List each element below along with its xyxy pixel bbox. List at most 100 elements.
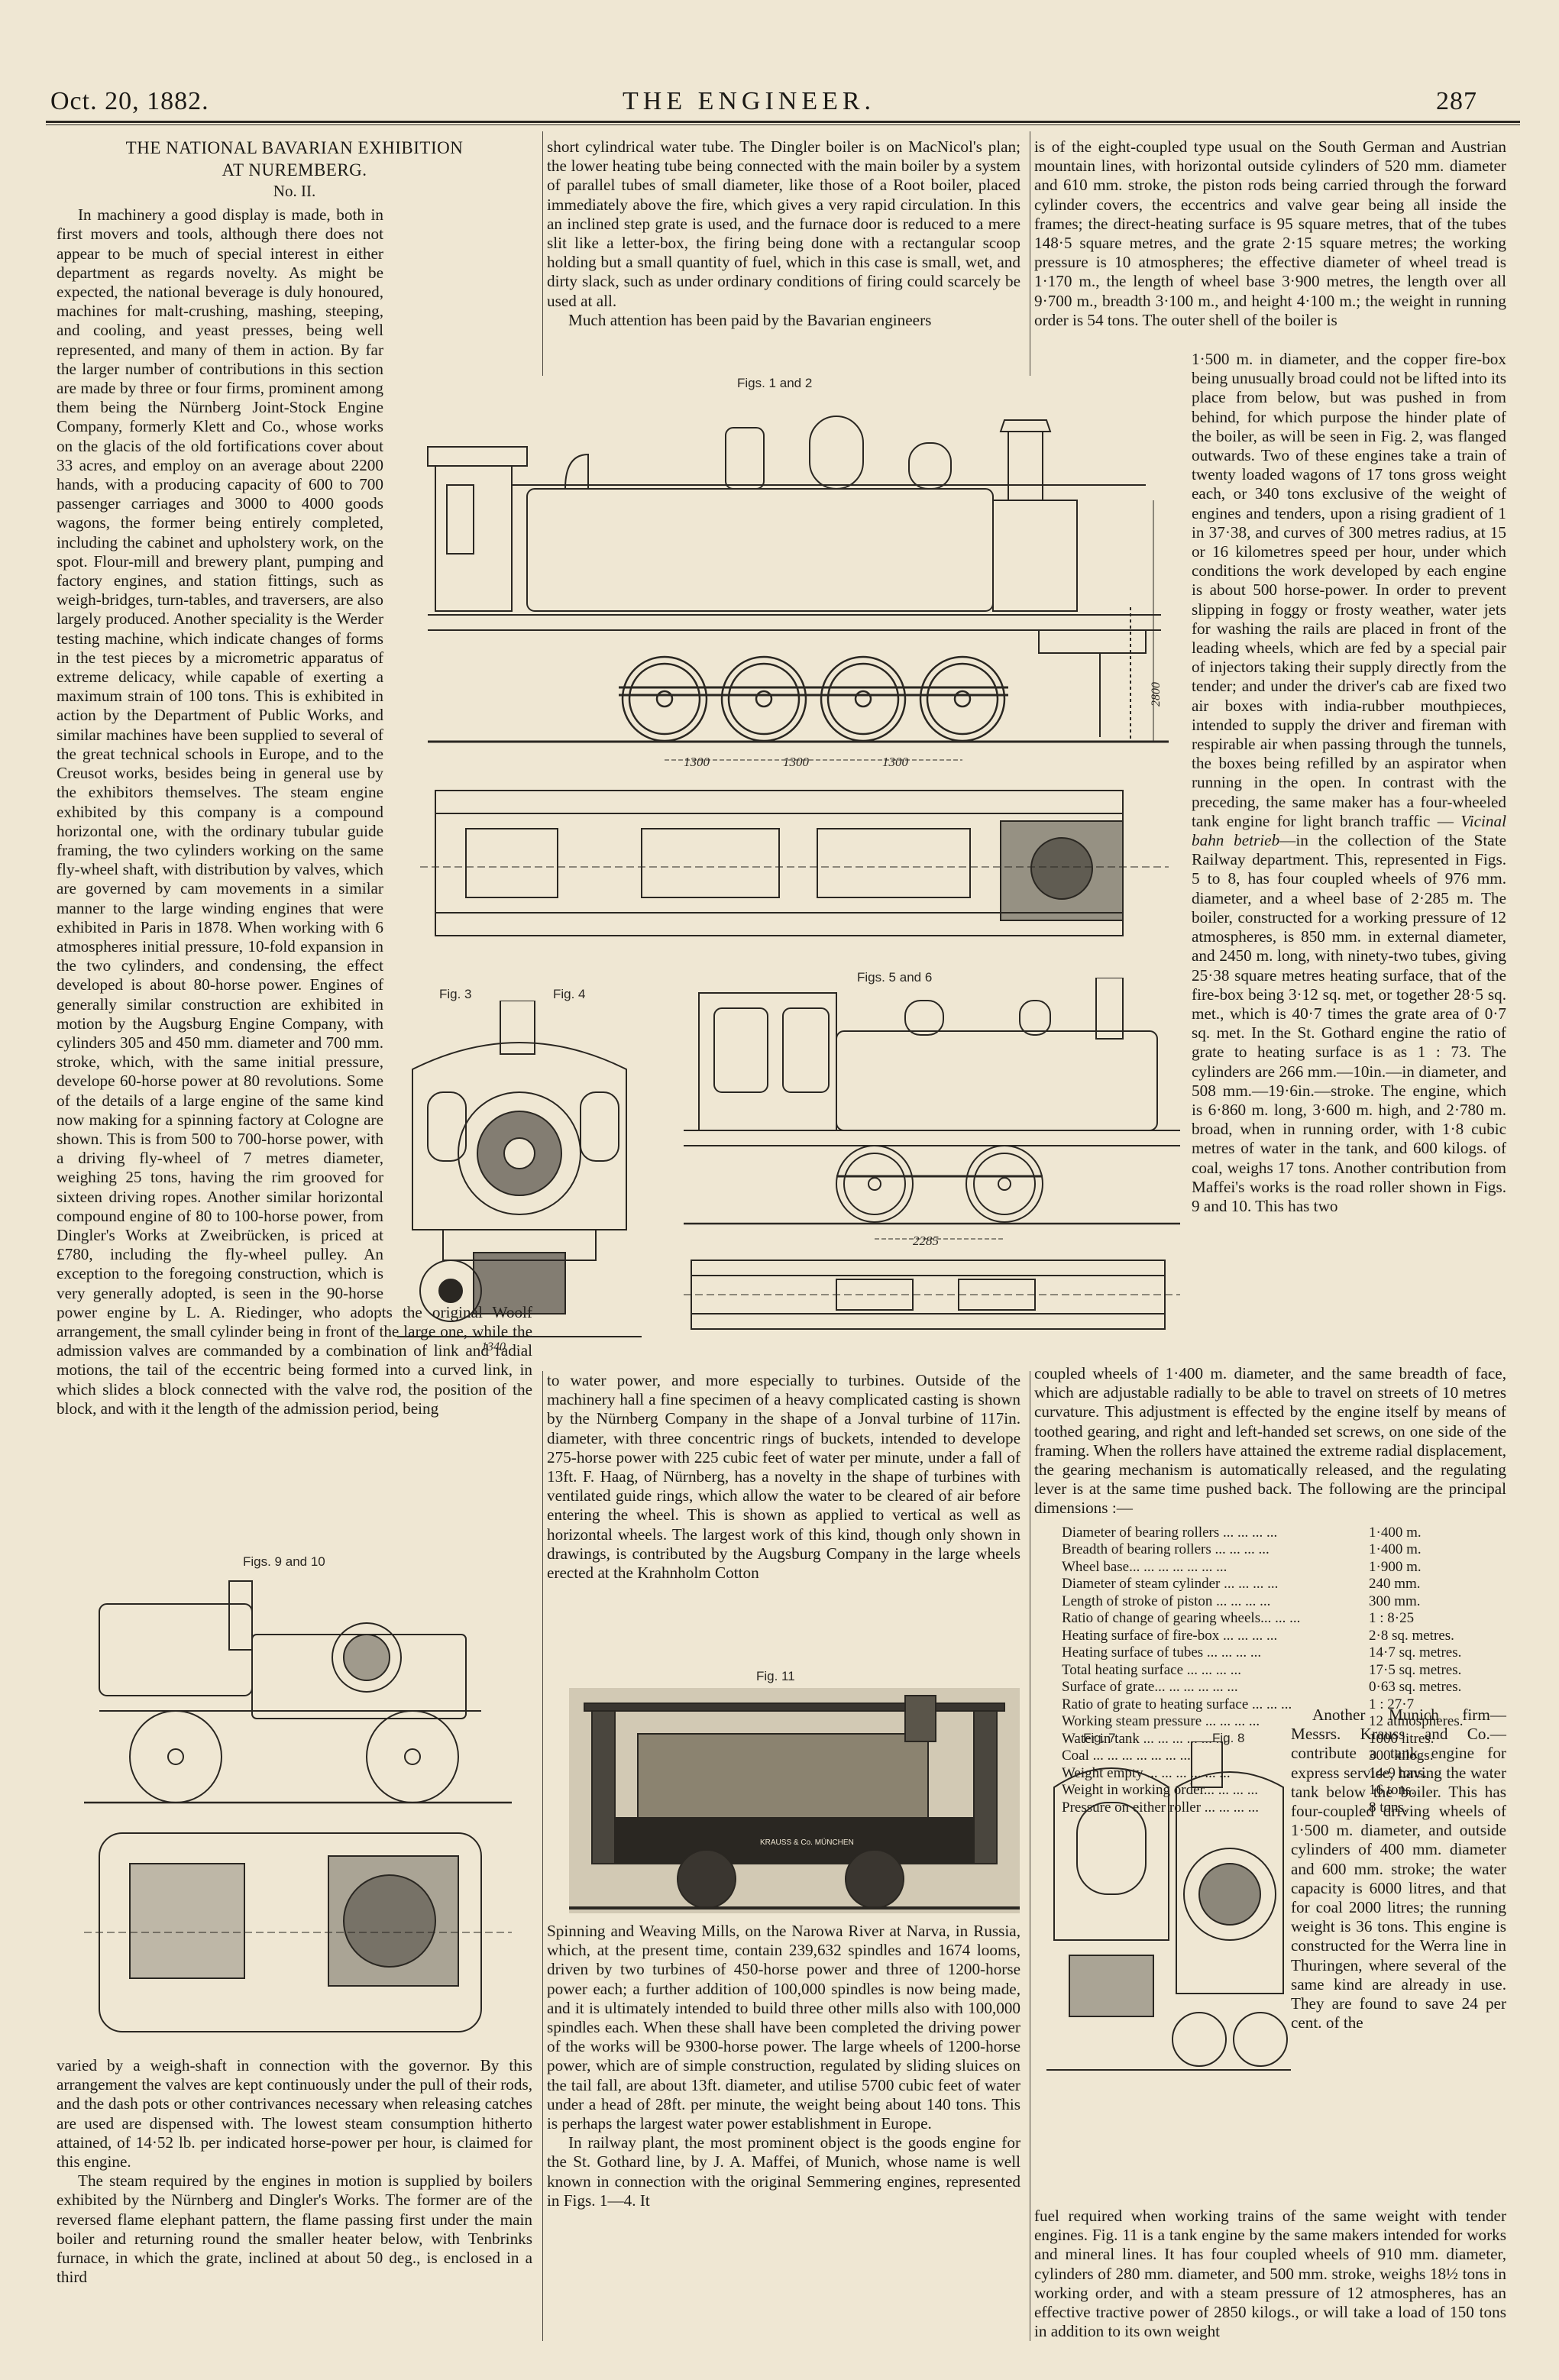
dimension-value: 0·63 sq. metres. (1369, 1679, 1462, 1696)
figs9-10-road-roller-drawing (84, 1573, 512, 2047)
dimension-label: Heating surface of tubes ... ... ... ... (1062, 1644, 1262, 1661)
dimension-label: Water in tank ... ... ... ... ... ... (1062, 1730, 1227, 1747)
column-2-bottom: Spinning and Weaving Mills, on the Narow… (547, 1922, 1020, 2210)
column-rule-3 (542, 1371, 543, 2341)
dimension-row: Surface of grate... ... ... ... ... ... 0… (1062, 1679, 1499, 1696)
dim-2285: 2285 (913, 1234, 939, 1248)
figs5-6-caption: Figs. 5 and 6 (857, 970, 933, 985)
dimension-value: 12 atmospheres. (1369, 1713, 1464, 1730)
dimension-value: 300 kilogs. (1369, 1748, 1434, 1764)
dimension-label: Wheel base... ... ... ... ... ... ... (1062, 1558, 1227, 1575)
dim-1300b: 1300 (783, 755, 810, 769)
dimension-value: 240 mm. (1369, 1576, 1421, 1593)
dim-1300a: 1300 (684, 755, 710, 769)
dim-1340: 1340 (481, 1340, 506, 1352)
dimension-label: Diameter of steam cylinder ... ... ... .… (1062, 1576, 1279, 1593)
column-1-top: THE NATIONAL BAVARIAN EXHIBITION AT NURE… (57, 137, 532, 1418)
column-3-middle: coupled wheels of 1·400 m. diameter, and… (1034, 1364, 1506, 1821)
fig3-fig4-end-views: 1340 (397, 1001, 642, 1352)
dimension-row: Breadth of bearing rollers ... ... ... .… (1062, 1541, 1499, 1559)
column-rule-1 (542, 131, 543, 376)
header-rule-thin (46, 124, 1520, 125)
fig11-tank-engine-engraving: KRAUSS & Co. MÜNCHEN (569, 1688, 1020, 1913)
figs9-10-caption: Figs. 9 and 10 (243, 1554, 325, 1569)
header-rule (46, 121, 1520, 123)
dimension-label: Heating surface of fire-box ... ... ... … (1062, 1627, 1278, 1644)
dimension-label: Surface of grate... ... ... ... ... ... (1062, 1679, 1238, 1696)
dimension-value: 8 tons. (1369, 1799, 1408, 1816)
dimension-row: Heating surface of fire-box ... ... ... … (1062, 1628, 1499, 1645)
dim-1300c: 1300 (882, 755, 909, 769)
dimension-value: 17·5 sq. metres. (1369, 1661, 1462, 1678)
dimension-value: 1000 litres. (1369, 1730, 1434, 1747)
dimension-value: 1·400 m. (1369, 1541, 1422, 1558)
dimension-value: 14·7 sq. metres. (1369, 1644, 1462, 1661)
col3-p2-text: 1·500 m. in diameter, and the copper fir… (1192, 350, 1506, 830)
dimension-label: Length of stroke of piston ... ... ... .… (1062, 1593, 1271, 1609)
dimension-value: 2·8 sq. metres. (1369, 1627, 1454, 1644)
header-journal: THE ENGINEER. (623, 87, 876, 115)
col3-paragraph-5: fuel required when working trains of the… (1034, 2207, 1506, 2341)
dimension-label: Total heating surface ... ... ... ... (1062, 1661, 1242, 1678)
col2-paragraph-2: Much attention has been paid by the Bava… (568, 310, 932, 329)
dimension-label: Breadth of bearing rollers ... ... ... .… (1062, 1541, 1270, 1558)
dimension-value: 1 : 8·25 (1369, 1610, 1415, 1627)
dimension-row: Wheel base... ... ... ... ... ... ... 1·9… (1062, 1559, 1499, 1576)
column-3-krauss: Another Munich firm—Messrs. Krauss and C… (1034, 1706, 1506, 2055)
column-1-bottom: varied by a weigh-shaft in connection wi… (57, 2056, 532, 2287)
dimension-value: 1·900 m. (1369, 1558, 1422, 1575)
dimension-label: Working steam pressure ... ... ... ... (1062, 1713, 1260, 1730)
dimension-row: Water in tank ... ... ... ... ... ... 100… (1062, 1731, 1499, 1748)
dimension-row: Working steam pressure ... ... ... ... 12… (1062, 1713, 1499, 1731)
dimension-row: Diameter of bearing rollers ... ... ... … (1062, 1525, 1499, 1542)
header-page-number: 287 (1436, 87, 1477, 115)
dimension-row: Total heating surface ... ... ... ... 17·… (1062, 1662, 1499, 1680)
col2-paragraph-5: In railway plant, the most prominent obj… (547, 2133, 1020, 2210)
figs5-6-tank-engine-drawing: 2285 (684, 978, 1188, 1337)
figs1-2-caption: Figs. 1 and 2 (737, 376, 813, 390)
dimension-label: Ratio of change of gearing wheels... ...… (1062, 1610, 1301, 1627)
fig11-plate-text: KRAUSS & Co. MÜNCHEN (760, 1838, 854, 1847)
dimension-label: Diameter of bearing rollers ... ... ... … (1062, 1524, 1278, 1541)
dimension-value: 1 : 27·7 (1369, 1696, 1415, 1712)
col1-paragraph-3: The steam required by the engines in mot… (57, 2171, 532, 2287)
dimension-label: Ratio of grate to heating surface ... ..… (1062, 1696, 1292, 1712)
dimension-label: Coal ... ... ... ... ... ... ... (1062, 1748, 1191, 1764)
column-2-middle: to water power, and more especially to t… (547, 1371, 1020, 1583)
fig4-caption: Fig. 4 (553, 987, 586, 1001)
column-3-bottom: fuel required when working trains of the… (1034, 2207, 1506, 2341)
figs1-2-locomotive-drawing: 1300 1300 1300 2800 (412, 401, 1184, 951)
col3-paragraph-2: 1·500 m. in diameter, and the copper fir… (1192, 350, 1506, 1216)
dimension-row: Ratio of change of gearing wheels... ...… (1062, 1610, 1499, 1628)
dimension-row: Coal ... ... ... ... ... ... ... 300 kilo… (1062, 1748, 1499, 1765)
column-2-top: short cylindrical water tube. The Dingle… (547, 137, 1020, 330)
dimension-row: Diameter of steam cylinder ... ... ... .… (1062, 1576, 1499, 1593)
article-title-line1: THE NATIONAL BAVARIAN EXHIBITION (125, 138, 464, 157)
dimensions-table: Diameter of bearing rollers ... ... ... … (1062, 1525, 1499, 1817)
dimension-label: Weight in working order... ... ... ... (1062, 1782, 1259, 1799)
dim-2800: 2800 (1150, 682, 1163, 707)
dimension-row: Weight in working order... ... ... ...16… (1062, 1782, 1499, 1800)
col3-paragraph-4: Another Munich firm—Messrs. Krauss and C… (1291, 1706, 1506, 2032)
col2-paragraph-4: Spinning and Weaving Mills, on the Narow… (547, 1922, 1020, 2133)
dimension-value: 14·9 tons. (1369, 1764, 1427, 1781)
dimension-value: 300 mm. (1369, 1593, 1421, 1609)
dimension-value: 1·400 m. (1369, 1524, 1422, 1541)
column-3-narrow: 1·500 m. in diameter, and the copper fir… (1192, 350, 1506, 1216)
col2-paragraph-1: short cylindrical water tube. The Dingle… (547, 137, 1020, 310)
fig3-caption: Fig. 3 (439, 987, 472, 1001)
col3-p2-italic: Vicinal bahn betrieb (1192, 811, 1506, 850)
dimension-row: Heating surface of tubes ... ... ... ...… (1062, 1644, 1499, 1662)
col1-paragraph-2: varied by a weigh-shaft in connection wi… (57, 2056, 532, 2171)
col2-paragraph-3: to water power, and more especially to t… (547, 1371, 1020, 1583)
col3-paragraph-1: is of the eight-coupled type usual on th… (1034, 137, 1506, 329)
col1-paragraph-1: In machinery a good display is made, bot… (57, 205, 532, 1418)
col3-p2b-text: —in the collection of the State Railway … (1192, 831, 1507, 1215)
header-date: Oct. 20, 1882. (50, 87, 209, 115)
column-3-top: is of the eight-coupled type usual on th… (1034, 137, 1506, 330)
fig7-fig8-end-views (1046, 1741, 1291, 2078)
float-spacer-figs12 (383, 205, 532, 427)
article-title-line2: AT NUREMBERG. (222, 160, 367, 179)
dimension-row: Ratio of grate to heating surface ... ..… (1062, 1696, 1499, 1714)
